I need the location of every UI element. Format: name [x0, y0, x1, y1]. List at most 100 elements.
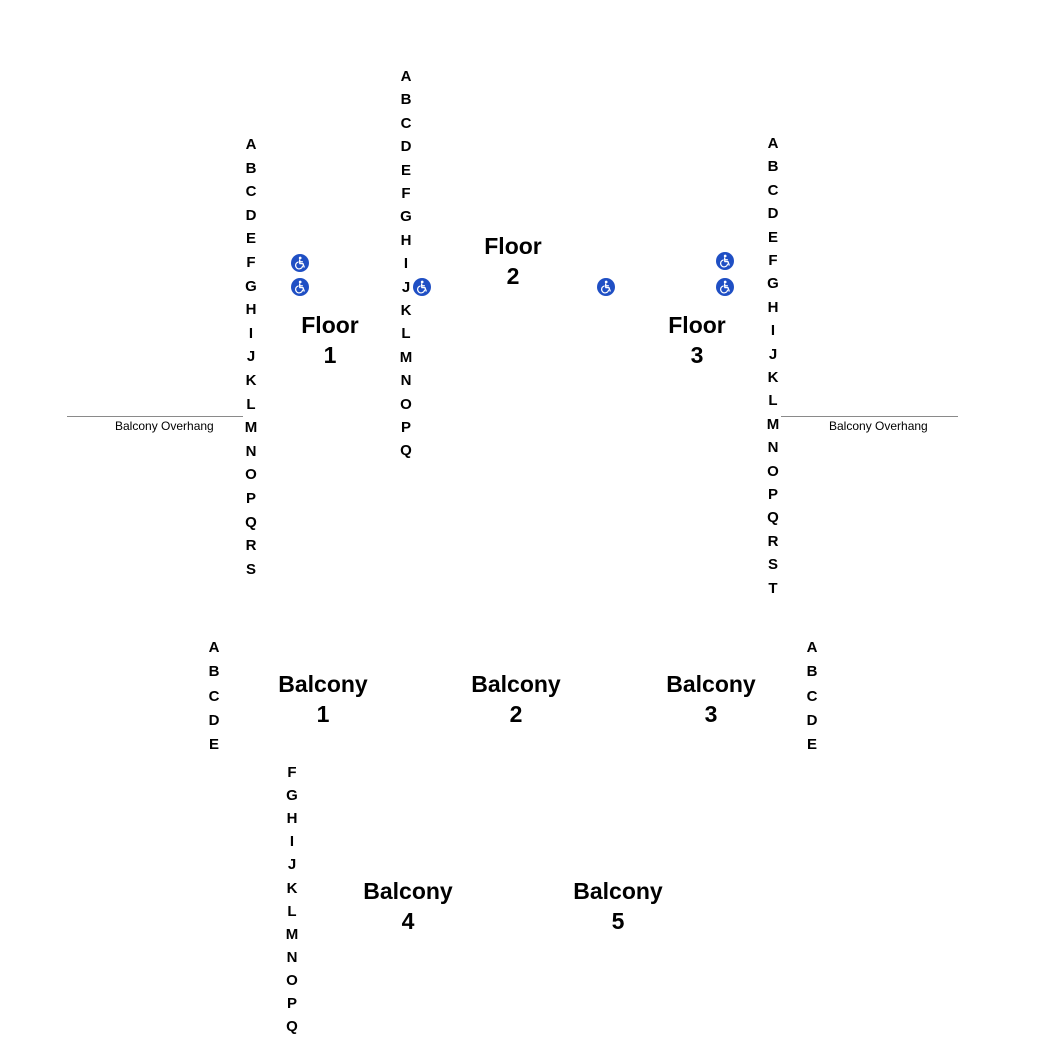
row-label: C [400, 114, 412, 132]
section-word: Balcony [363, 878, 453, 904]
row-label: C [806, 687, 818, 705]
section-balcony-5[interactable]: Balcony 5 [538, 876, 698, 936]
row-label: Q [286, 1018, 298, 1036]
row-label: B [400, 91, 412, 109]
row-label: I [248, 324, 254, 342]
row-label: F [768, 252, 778, 269]
row-label: G [286, 787, 298, 805]
row-label: B [245, 159, 257, 177]
balcony-overhang-line-right [781, 416, 958, 417]
row-label: P [245, 490, 256, 507]
row-label: Q [245, 513, 257, 531]
row-label: K [400, 302, 412, 319]
row-label: Q [400, 442, 412, 460]
row-label: O [286, 971, 298, 989]
row-label: M [399, 348, 413, 366]
wheelchair-icon[interactable] [291, 278, 309, 296]
row-label: D [400, 138, 412, 156]
row-label: B [208, 663, 220, 681]
row-label: L [246, 395, 256, 413]
row-label: D [208, 711, 220, 729]
section-balcony-4[interactable]: Balcony 4 [328, 876, 488, 936]
row-label: C [208, 687, 220, 705]
wheelchair-icon[interactable] [597, 278, 615, 296]
row-label: C [245, 183, 257, 201]
row-label: F [401, 185, 411, 202]
row-label: M [766, 415, 780, 433]
section-word: Floor [301, 312, 359, 338]
row-label: N [286, 948, 298, 966]
row-label: L [287, 902, 297, 920]
row-label: D [245, 206, 257, 224]
row-label: I [289, 833, 295, 851]
section-number: 5 [611, 908, 625, 934]
row-label: K [286, 879, 298, 897]
section-word: Floor [484, 233, 542, 259]
row-label: K [767, 369, 779, 386]
row-label: H [767, 298, 779, 316]
balcony-overhang-label-left: Balcony Overhang [115, 419, 214, 433]
section-number: 1 [316, 701, 330, 727]
row-label: R [767, 532, 779, 550]
row-label: G [767, 275, 779, 293]
section-number: 3 [704, 701, 718, 727]
wheelchair-icon[interactable] [291, 254, 309, 272]
section-floor-2[interactable]: Floor 2 [433, 231, 593, 291]
section-balcony-2[interactable]: Balcony 2 [436, 669, 596, 729]
row-label: F [287, 764, 297, 781]
row-label: A [767, 135, 779, 152]
row-label: H [245, 301, 257, 319]
row-label: D [806, 711, 818, 729]
row-label: A [400, 68, 412, 85]
row-label: J [246, 348, 256, 366]
balcony-overhang-line-left [67, 416, 243, 417]
row-label: T [768, 579, 778, 597]
row-label: I [403, 255, 409, 273]
wheelchair-icon[interactable] [716, 252, 734, 270]
row-label: M [244, 419, 258, 437]
section-word: Balcony [471, 671, 561, 697]
row-label: L [401, 325, 411, 343]
section-word: Balcony [278, 671, 368, 697]
section-number: 2 [509, 701, 523, 727]
row-label: D [767, 205, 779, 223]
section-number: 3 [690, 342, 704, 368]
row-label: B [806, 663, 818, 681]
section-floor-3[interactable]: Floor 3 [617, 310, 777, 370]
row-label: S [245, 560, 256, 578]
row-label: P [286, 995, 297, 1012]
row-label: E [245, 230, 256, 248]
row-label: M [285, 925, 299, 943]
row-label: P [767, 486, 778, 503]
section-word: Balcony [666, 671, 756, 697]
row-label: A [208, 639, 220, 656]
row-label: E [400, 161, 411, 179]
section-word: Balcony [573, 878, 663, 904]
row-label: A [806, 639, 818, 656]
section-number: 4 [401, 908, 415, 934]
row-label: G [400, 208, 412, 226]
row-label: O [400, 395, 412, 413]
row-label: N [767, 439, 779, 457]
row-label: Q [767, 509, 779, 527]
section-floor-1[interactable]: Floor 1 [250, 310, 410, 370]
row-label: P [400, 419, 411, 436]
row-label: C [767, 181, 779, 199]
wheelchair-icon[interactable] [716, 278, 734, 296]
row-label: H [286, 810, 298, 828]
row-label: O [245, 466, 257, 484]
section-balcony-1[interactable]: Balcony 1 [243, 669, 403, 729]
row-label: A [245, 136, 257, 153]
wheelchair-icon[interactable] [413, 278, 431, 296]
row-label: B [767, 158, 779, 176]
row-label: N [245, 442, 257, 460]
row-label: J [768, 345, 778, 363]
row-label: F [246, 254, 256, 271]
section-balcony-3[interactable]: Balcony 3 [631, 669, 791, 729]
row-label: S [767, 556, 778, 574]
row-label: H [400, 231, 412, 249]
row-label: N [400, 372, 412, 390]
row-label: K [245, 372, 257, 389]
row-label: G [245, 277, 257, 295]
